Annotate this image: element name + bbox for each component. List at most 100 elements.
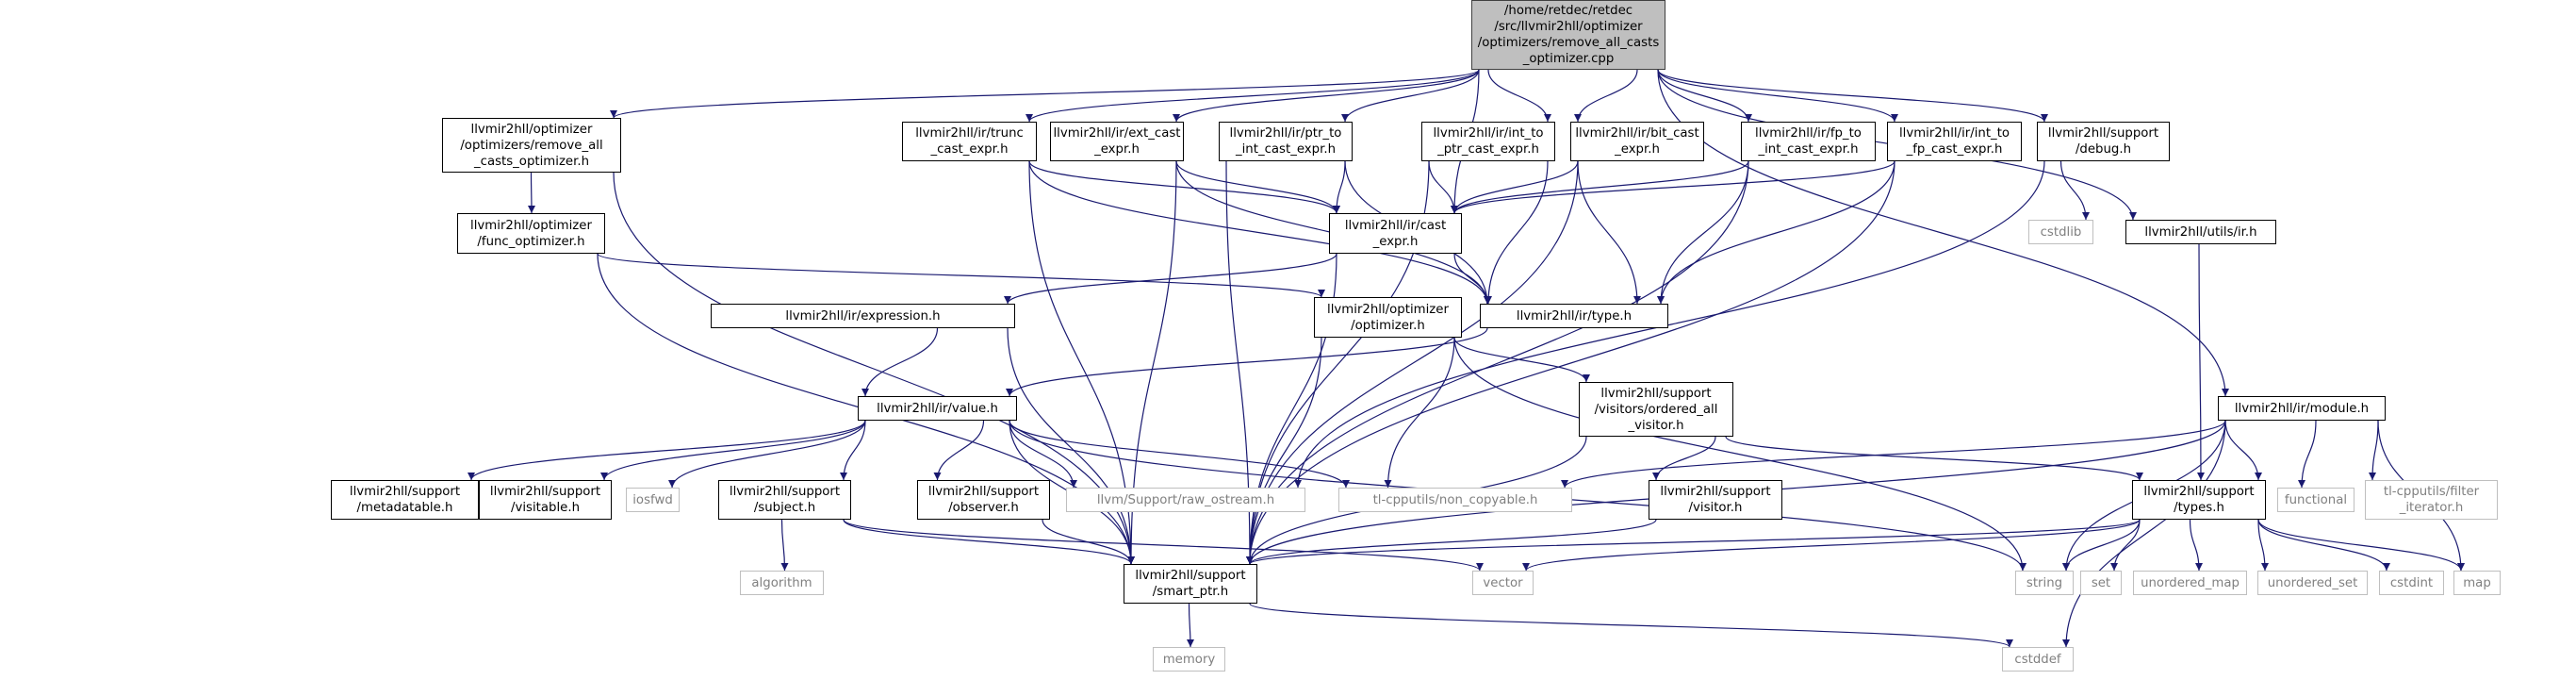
- node-subject-h[interactable]: llvmir2hll/support/subject.h: [718, 480, 851, 520]
- node-debug-h[interactable]: llvmir2hll/support/debug.h: [2037, 122, 2170, 161]
- edge-module-h-to-types-h: [2224, 420, 2262, 481]
- node-label-line: llvmir2hll/optimizer: [470, 218, 592, 233]
- node-observer-h[interactable]: llvmir2hll/support/observer.h: [917, 480, 1050, 520]
- edge-expression-h-to-smart-ptr-h: [1007, 327, 1135, 565]
- node-label-line: llvmir2hll/ir/expression.h: [785, 308, 941, 323]
- node-label-line: llvmir2hll/ir/module.h: [2234, 401, 2370, 416]
- edge-smart-ptr-h-to-memory: [1186, 603, 1194, 648]
- node-bit-cast-expr-h[interactable]: llvmir2hll/ir/bit_cast_expr.h: [1570, 122, 1704, 161]
- node-module-h[interactable]: llvmir2hll/ir/module.h: [2218, 396, 2386, 421]
- node-label-line: _expr.h: [1094, 142, 1140, 157]
- node-fp-to-int-cast-expr-h[interactable]: llvmir2hll/ir/fp_to_int_cast_expr.h: [1741, 122, 1876, 161]
- edge-remove-all-casts-optimizer-h-to-func-optimizer-h: [527, 172, 535, 214]
- node-visitor-h[interactable]: llvmir2hll/support/visitor.h: [1649, 480, 1782, 520]
- node-label-line: llvmir2hll/ir/trunc: [915, 126, 1024, 141]
- edge-subject-h-to-smart-ptr-h: [843, 519, 1135, 565]
- node-label-line: cstddef: [2014, 652, 2061, 667]
- edge-subject-h-to-vector: [843, 519, 1484, 572]
- edge-root-to-trunc-cast-expr-h: [1025, 69, 1480, 123]
- edge-types-h-to-unordered-set: [2257, 519, 2269, 572]
- edge-int-to-ptr-cast-expr-h-to-cast-expr-h: [1428, 160, 1458, 214]
- node-smart-ptr-h[interactable]: llvmir2hll/support/smart_ptr.h: [1124, 564, 1257, 604]
- node-label-line: unordered_map: [2141, 575, 2240, 590]
- node-label-line: cstdint: [2389, 575, 2434, 590]
- node-remove-all-casts-optimizer-h[interactable]: llvmir2hll/optimizer/optimizers/remove_a…: [442, 118, 621, 173]
- node-unordered-set: unordered_set: [2257, 571, 2368, 595]
- node-label-line: llvmir2hll/support: [927, 485, 1040, 499]
- node-label-line: llvmir2hll/ir/bit_cast: [1575, 126, 1699, 141]
- node-label-line: llvmir2hll/ir/value.h: [877, 401, 998, 416]
- node-filter-iterator-h: tl-cpputils/filter _iterator.h: [2365, 480, 2498, 520]
- node-label-line: _visitor.h: [1628, 418, 1684, 433]
- node-visitable-h[interactable]: llvmir2hll/support/visitable.h: [479, 480, 612, 520]
- node-label-line: functional: [2284, 492, 2348, 507]
- node-label-line: llvmir2hll/ir/ptr_to: [1229, 126, 1342, 141]
- node-types-h[interactable]: llvmir2hll/support/types.h: [2132, 480, 2266, 520]
- node-utils-ir-h[interactable]: llvmir2hll/utils/ir.h: [2125, 220, 2276, 244]
- node-ptr-to-int-cast-expr-h[interactable]: llvmir2hll/ir/ptr_to_int_cast_expr.h: [1219, 122, 1353, 161]
- edge-value-h-to-raw-ostream-h: [1009, 420, 1077, 489]
- node-metadatable-h[interactable]: llvmir2hll/support/metadatable.h: [331, 480, 479, 520]
- node-label-line: llvmir2hll/ir/int_to: [1433, 126, 1544, 141]
- node-iosfwd: iosfwd: [626, 488, 680, 512]
- edge-debug-h-to-cstdlib: [2059, 160, 2090, 221]
- node-label-line: llvmir2hll/ir/type.h: [1516, 308, 1633, 323]
- edge-types-h-to-vector: [1522, 519, 2141, 572]
- node-label-line: /optimizer.h: [1351, 318, 1425, 333]
- node-func-optimizer-h[interactable]: llvmir2hll/optimizer/func_optimizer.h: [457, 213, 605, 254]
- edge-type-h-to-value-h: [1006, 327, 1488, 397]
- node-label-line: llvmir2hll/support: [2143, 485, 2255, 499]
- edge-optimizer-h-to-smart-ptr-h: [1246, 337, 1322, 565]
- edge-observer-h-to-smart-ptr-h: [1042, 519, 1135, 565]
- edge-debug-h-to-raw-ostream-h: [1294, 160, 2045, 489]
- edge-module-h-to-cstddef: [2062, 420, 2226, 648]
- edge-int-to-fp-cast-expr-h-to-smart-ptr-h: [1246, 160, 1895, 565]
- edge-root-to-fp-to-int-cast-expr-h: [1657, 69, 1752, 123]
- edge-ptr-to-int-cast-expr-h-to-cast-expr-h: [1333, 160, 1346, 214]
- node-int-to-fp-cast-expr-h[interactable]: llvmir2hll/ir/int_to_fp_cast_expr.h: [1887, 122, 2022, 161]
- edge-module-h-to-non-copyable-h: [1561, 420, 2226, 489]
- edge-int-to-fp-cast-expr-h-to-type-h: [1657, 160, 1895, 305]
- edge-value-h-to-visitable-h: [600, 420, 866, 481]
- node-optimizer-h[interactable]: llvmir2hll/optimizer/optimizer.h: [1314, 297, 1462, 338]
- edge-fp-to-int-cast-expr-h-to-cast-expr-h: [1451, 160, 1749, 214]
- node-label-line: /src/llvmir2hll/optimizer: [1494, 20, 1643, 34]
- edge-utils-ir-h-to-types-h: [2196, 243, 2205, 481]
- node-non-copyable-h: tl-cpputils/non_copyable.h: [1338, 488, 1572, 512]
- node-label-line: llvmir2hll/ir/ext_cast: [1053, 126, 1181, 141]
- node-cstdint: cstdint: [2379, 571, 2444, 595]
- edge-root-to-ext-cast-expr-h: [1173, 69, 1480, 123]
- node-ordered-all-visitor-h[interactable]: llvmir2hll/support/visitors/ordered_all_…: [1579, 382, 1733, 437]
- node-label-line: llvmir2hll/ir/cast: [1344, 218, 1447, 233]
- edge-optimizer-h-to-string: [1453, 337, 2026, 572]
- node-ext-cast-expr-h[interactable]: llvmir2hll/ir/ext_cast_expr.h: [1050, 122, 1184, 161]
- edge-int-to-fp-cast-expr-h-to-cast-expr-h: [1451, 160, 1895, 214]
- node-cast-expr-h[interactable]: llvmir2hll/ir/cast_expr.h: [1329, 213, 1462, 254]
- node-expression-h[interactable]: llvmir2hll/ir/expression.h: [711, 304, 1015, 328]
- node-label-line: /metadatable.h: [356, 501, 453, 515]
- edge-cast-expr-h-to-expression-h: [1004, 253, 1337, 305]
- node-label-line: _int_cast_expr.h: [1758, 142, 1859, 157]
- node-memory: memory: [1153, 647, 1225, 672]
- node-int-to-ptr-cast-expr-h[interactable]: llvmir2hll/ir/int_to_ptr_cast_expr.h: [1421, 122, 1555, 161]
- node-label-line: llvmir2hll/utils/ir.h: [2144, 224, 2257, 240]
- node-root[interactable]: /home/retdec/retdec/src/llvmir2hll/optim…: [1471, 0, 1665, 70]
- node-trunc-cast-expr-h[interactable]: llvmir2hll/ir/trunc_cast_expr.h: [902, 122, 1037, 161]
- node-type-h[interactable]: llvmir2hll/ir/type.h: [1480, 304, 1668, 328]
- node-label-line: llvmir2hll/ir/fp_to: [1755, 126, 1862, 141]
- edge-fp-to-int-cast-expr-h-to-type-h: [1657, 160, 1749, 305]
- node-cstddef: cstddef: [2002, 647, 2074, 672]
- node-label-line: tl-cpputils/non_copyable.h: [1372, 492, 1538, 507]
- edge-cast-expr-h-to-type-h: [1453, 253, 1491, 305]
- node-label-line: llvmir2hll/ir/int_to: [1898, 126, 2010, 141]
- node-label-line: llvmir2hll/optimizer: [1327, 302, 1449, 317]
- edge-remove-all-casts-optimizer-h-to-smart-ptr-h: [613, 172, 1135, 565]
- edge-root-to-remove-all-casts-optimizer-h: [610, 69, 1480, 119]
- node-label-line: tl-cpputils/filter: [2383, 485, 2480, 499]
- node-value-h[interactable]: llvmir2hll/ir/value.h: [858, 396, 1017, 421]
- edge-value-h-to-subject-h: [840, 420, 866, 481]
- node-label-line: /visitor.h: [1688, 501, 1743, 515]
- edge-value-h-to-non-copyable-h: [1009, 420, 1350, 489]
- node-label-line: _iterator.h: [2399, 501, 2464, 515]
- node-label-line: llvmir2hll/support: [1135, 569, 1246, 583]
